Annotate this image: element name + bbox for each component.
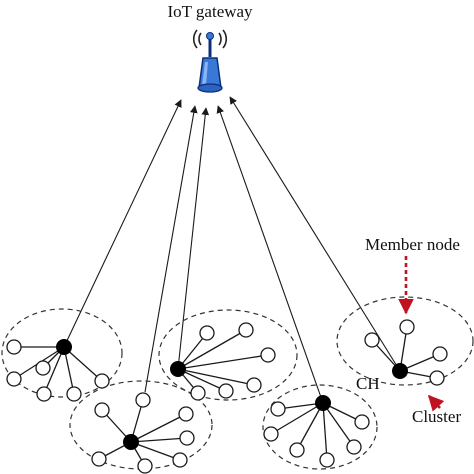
cluster-boundary <box>262 384 378 470</box>
member-node <box>246 377 262 393</box>
member-node <box>94 402 110 418</box>
member-node-label: Member node <box>365 235 460 254</box>
member-node <box>190 385 206 401</box>
member-node <box>429 370 445 386</box>
cluster-label: Cluster <box>412 407 461 426</box>
member-node <box>270 401 286 417</box>
gateway-label: IoT gateway <box>167 2 253 21</box>
member-node <box>6 339 22 355</box>
member-node <box>35 360 51 376</box>
uplink-arrows <box>63 96 401 404</box>
member-node <box>91 451 107 467</box>
cluster-3 <box>158 309 298 401</box>
member-node <box>6 371 22 387</box>
cluster-boundary <box>336 296 474 386</box>
member-node <box>172 452 188 468</box>
uplink-arrow <box>229 96 401 372</box>
member-node <box>238 322 254 338</box>
member-node <box>179 430 195 446</box>
member-node <box>260 347 276 363</box>
member-node <box>135 392 151 408</box>
cluster-boundary <box>158 309 298 401</box>
member-node <box>319 452 335 468</box>
uplink-arrow <box>216 105 324 404</box>
member-node <box>36 386 52 402</box>
member-node <box>178 406 194 422</box>
member-node <box>432 346 448 362</box>
cluster-head-node <box>392 363 408 379</box>
uplink-arrow <box>63 99 182 348</box>
cluster-4 <box>262 384 378 470</box>
member-node <box>137 458 153 474</box>
wireless-gateway-icon <box>192 29 228 93</box>
cluster-head-node <box>170 361 186 377</box>
cluster-head-label: CH <box>356 374 380 393</box>
uplink-arrow <box>177 107 210 370</box>
member-node <box>218 383 234 399</box>
member-node <box>263 426 279 442</box>
cluster-head-node <box>315 395 331 411</box>
member-node <box>199 325 215 341</box>
member-node <box>354 414 370 430</box>
cluster-pointer-arrow <box>427 394 445 412</box>
cluster-head-node <box>123 434 139 450</box>
cluster-2 <box>69 380 213 474</box>
cluster-head-node <box>56 339 72 355</box>
cluster-5: CH <box>336 296 474 393</box>
cluster-1 <box>1 308 123 402</box>
member-node <box>346 439 362 455</box>
member-node <box>66 386 82 402</box>
member-node <box>289 442 305 458</box>
member-node <box>364 332 380 348</box>
member-node <box>94 373 110 389</box>
uplink-arrow <box>144 105 198 393</box>
cluster-boundary <box>1 308 123 398</box>
member-node <box>399 319 415 335</box>
